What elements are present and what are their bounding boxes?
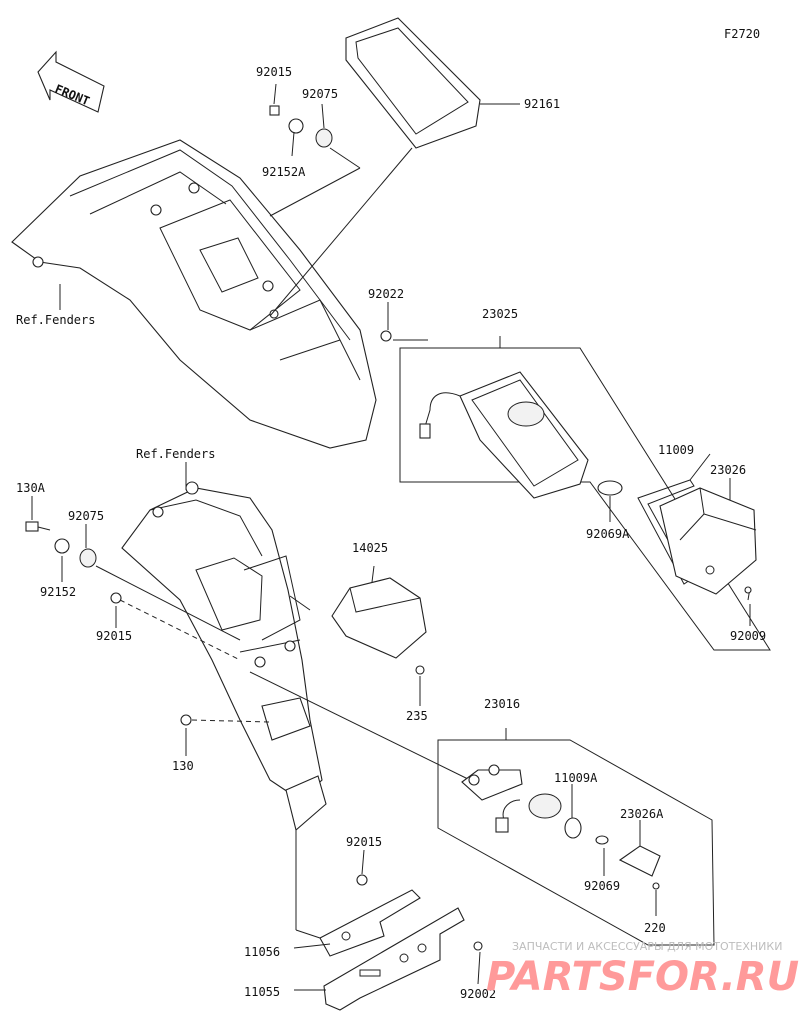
label-92069A: 92069A <box>586 527 630 541</box>
label-92015-mid: 92015 <box>96 629 132 643</box>
label-11009: 11009 <box>658 443 694 457</box>
rear-fender-upper <box>11 139 377 449</box>
label-11055: 11055 <box>244 985 280 999</box>
label-92002: 92002 <box>460 987 496 1001</box>
label-92075-mid: 92075 <box>68 509 104 523</box>
watermark-brand: PARTSFOR.RU <box>486 954 799 1000</box>
lens-frame-92161 <box>269 17 481 317</box>
label-130: 130 <box>172 759 194 773</box>
label-92015-bot: 92015 <box>346 835 382 849</box>
label-220: 220 <box>644 921 666 935</box>
license-bracket <box>295 830 483 1011</box>
label-14025: 14025 <box>352 541 388 555</box>
label-92015-top: 92015 <box>256 65 292 79</box>
ref-fenders-label-middle: Ref.Fenders <box>136 447 215 461</box>
cover-14025 <box>289 565 427 675</box>
license-lamp-assembly-box <box>437 728 715 946</box>
label-11056: 11056 <box>244 945 280 959</box>
label-23026: 23026 <box>710 463 746 477</box>
hardware-top <box>269 105 392 342</box>
ref-fenders-label-top: Ref.Fenders <box>16 313 95 327</box>
label-92075-top: 92075 <box>302 87 338 101</box>
label-92009: 92009 <box>730 629 766 643</box>
label-23026A: 23026A <box>620 807 664 821</box>
tail-light-assembly-box <box>393 336 771 651</box>
leader-lines <box>31 83 751 991</box>
label-92161: 92161 <box>524 97 560 111</box>
label-23016: 23016 <box>484 697 520 711</box>
hardware-mid <box>25 521 471 781</box>
rear-fender-lower <box>121 481 327 832</box>
label-92152A: 92152A <box>262 165 306 179</box>
label-92022: 92022 <box>368 287 404 301</box>
diagram-code: F2720 <box>724 27 760 41</box>
watermark-tagline: ЗАПЧАСТИ И АКСЕССУАРЫ ДЛЯ МОТОТЕХНИКИ <box>512 940 782 953</box>
label-92152: 92152 <box>40 585 76 599</box>
label-130A: 130A <box>16 481 46 495</box>
label-11009A: 11009A <box>554 771 598 785</box>
label-23025: 23025 <box>482 307 518 321</box>
label-92069: 92069 <box>584 879 620 893</box>
front-arrow-icon: FRONT <box>37 50 105 113</box>
label-235: 235 <box>406 709 428 723</box>
